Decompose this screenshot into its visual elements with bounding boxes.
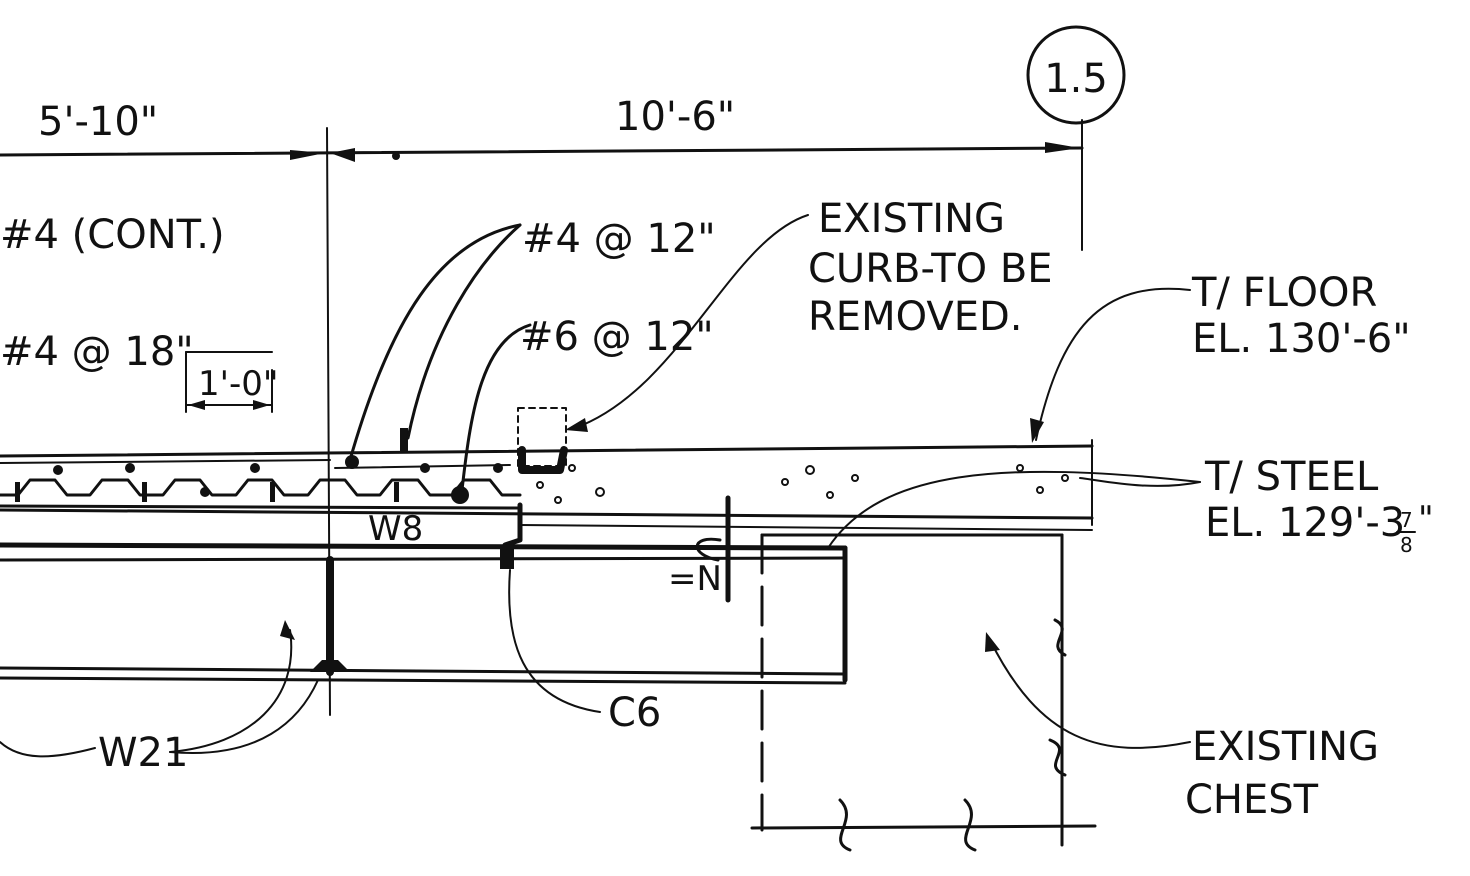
chest-note-line1: EXISTING [1192,724,1379,770]
existing-chest [750,533,1097,852]
rebar-6-12-label: #6 @ 12" [520,314,714,360]
metal-deck [0,478,522,510]
rebar-18-label: #4 @ 18" [0,329,194,375]
steel-fraction-numerator: 7 [1400,508,1413,532]
spacing-dimension: 1'-0" [185,351,279,413]
floor-note-line1: T/ FLOOR [1191,270,1377,316]
bent-rebar [502,502,523,548]
existing-curb [517,407,568,474]
chest-note-line2: CHEST [1185,777,1319,823]
spacing-dimension-label: 1'-0" [198,364,279,404]
dim-right-label: 10'-6" [615,94,735,140]
w8-beam [0,542,848,562]
w8-label: W8 [368,509,423,549]
steel-note-line2: EL. 129'-3 [1205,500,1405,546]
leader-lines [0,214,1201,758]
rebar-12-top-label: #4 @ 12" [522,216,716,262]
steel-fraction-denominator: 8 [1400,533,1413,557]
curb-note-line2: CURB-TO BE [808,246,1053,292]
dim-left-label: 5'-10" [38,99,158,145]
w21-label: W21 [98,730,188,776]
floor-note-line2: EL. 130'-6" [1192,316,1411,362]
w21-girder [0,545,848,685]
c6-label: C6 [608,690,661,736]
grid-bubble-label: 1.5 [1044,56,1108,102]
curb-note-line3: REMOVED. [808,294,1023,340]
weld-mark-label: =N [668,559,722,599]
concrete-aggregate [536,464,1069,504]
rebar-cont-label: #4 (CONT.) [0,212,225,258]
grid-bubble: 1.5 [1026,25,1126,125]
curb-note-line1: EXISTING [818,196,1005,242]
steel-note-line1: T/ STEEL [1204,454,1379,500]
weld-symbol: =N [668,495,731,603]
concrete-slab [0,439,1094,531]
steel-inch-mark: " [1418,499,1434,539]
rebar-dots [15,428,503,504]
